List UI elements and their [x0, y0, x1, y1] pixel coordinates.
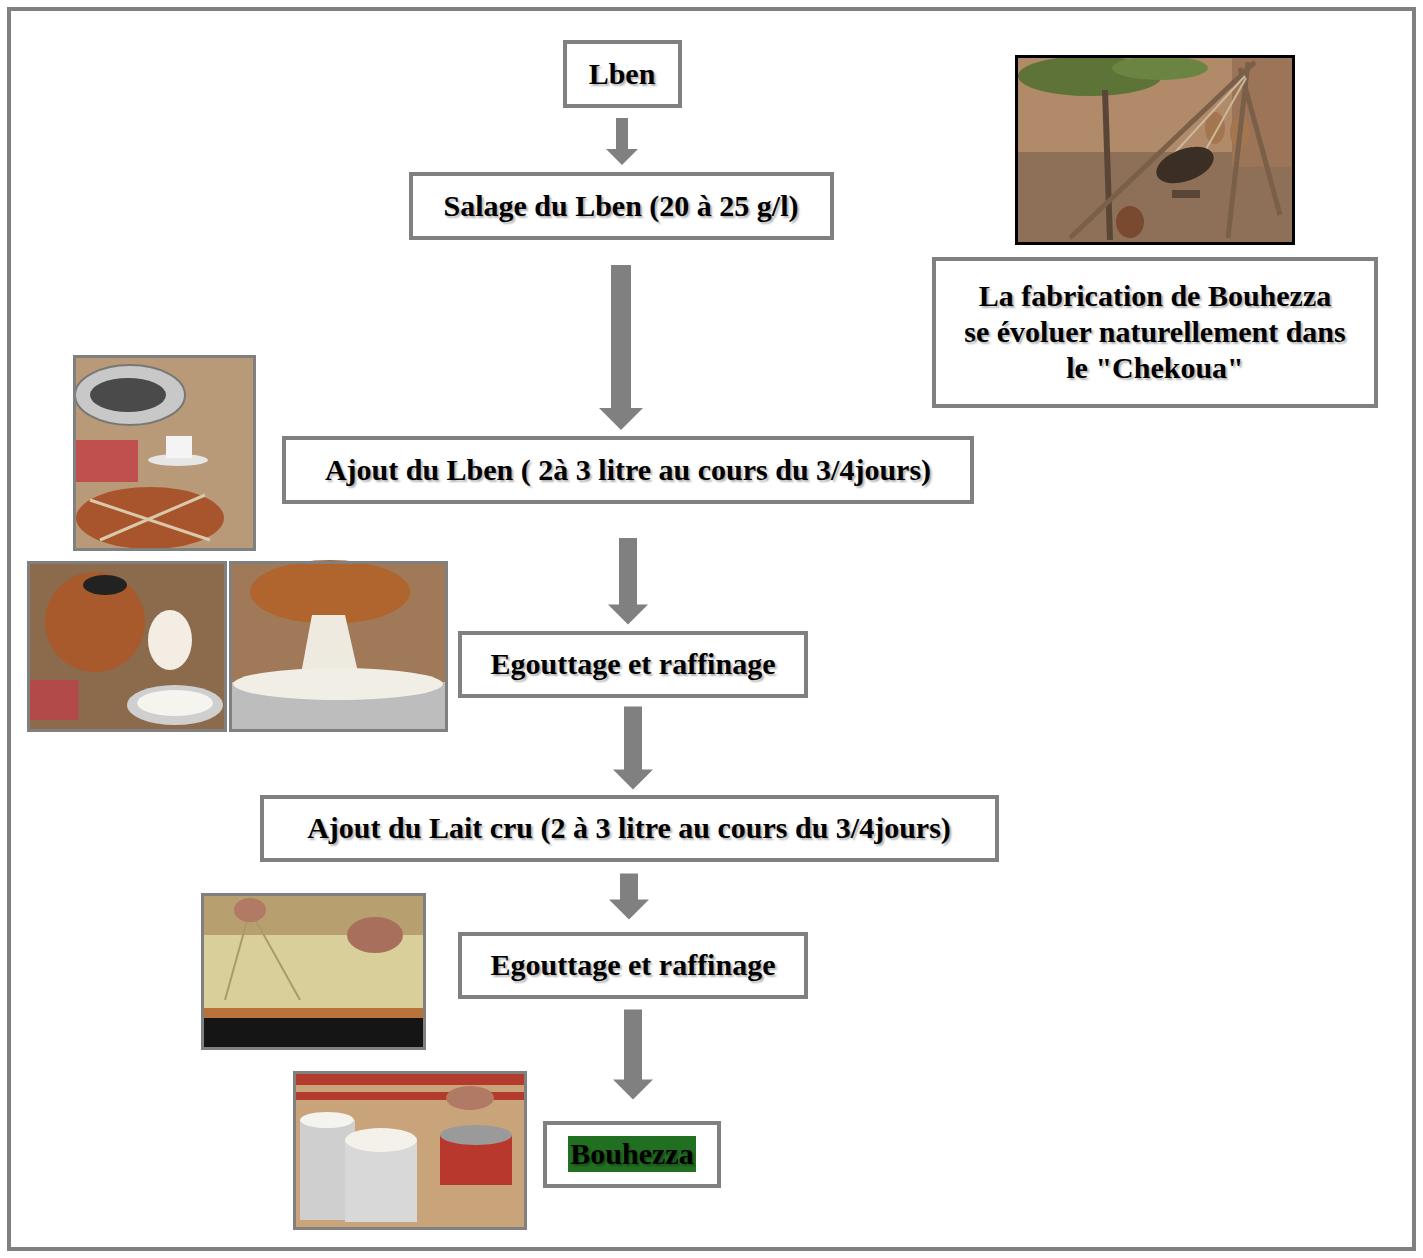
arrow-shaft [624, 1010, 642, 1081]
photo-border [231, 563, 447, 731]
cloth-fold [225, 910, 250, 1000]
process-box: Egouttage et raffinage [458, 631, 808, 698]
start-box: Lben [563, 40, 682, 108]
box-label: Egouttage et raffinage [491, 646, 776, 682]
product-photo [293, 1071, 527, 1230]
product-label: Bouhezza [568, 1136, 695, 1172]
rope [100, 495, 205, 540]
photo-border [29, 563, 226, 731]
tree-trunk [1105, 90, 1110, 240]
gourd [76, 487, 224, 549]
box-label: Ajout du Lait cru (2 à 3 litre au cours … [307, 810, 951, 846]
milk [233, 668, 443, 700]
pot-inside [440, 1125, 512, 1145]
mat [27, 561, 227, 732]
rope [1200, 78, 1246, 160]
box-label: Salage du Lben (20 à 25 g/l) [443, 188, 798, 224]
hand [347, 917, 403, 953]
chekoua-bag [1151, 140, 1218, 191]
hand [234, 898, 266, 922]
box-label: Egouttage et raffinage [491, 947, 776, 983]
copper-rim [203, 1008, 424, 1018]
milk [300, 1112, 354, 1128]
flow-arrow [606, 118, 638, 165]
box-label: Lben [589, 56, 656, 92]
note-box: La fabrication de Bouhezza se évoluer na… [932, 257, 1378, 408]
hand [446, 1086, 494, 1110]
arrow-head [606, 149, 638, 165]
arrow-head [613, 770, 653, 790]
flow-arrow [613, 707, 653, 790]
pot-inside [90, 378, 166, 412]
arrow-shaft [620, 874, 638, 901]
tripod-pole [1240, 68, 1280, 215]
milk [345, 1128, 417, 1152]
process-box: Egouttage et raffinage [458, 932, 808, 999]
arrow-shaft [619, 538, 637, 606]
table [293, 1071, 527, 1230]
photo-border [75, 357, 255, 550]
photo-border [1017, 57, 1294, 244]
cloth [201, 893, 426, 1050]
flow-arrow [608, 538, 648, 625]
flow-arrow [609, 874, 649, 920]
stool [1172, 190, 1200, 198]
shadow [203, 1018, 424, 1048]
filling-photo [27, 561, 227, 732]
box-label: La fabrication de Bouhezza se évoluer na… [964, 278, 1346, 386]
gourd [250, 560, 410, 624]
arrow-shaft [624, 707, 642, 771]
metal-pot [345, 1140, 417, 1222]
table [73, 355, 256, 551]
arrow-head [599, 408, 643, 430]
gourd-opening [83, 575, 127, 595]
box-label: Ajout du Lben ( 2à 3 litre au cours du 3… [325, 452, 931, 488]
process-box: Salage du Lben (20 à 25 g/l) [409, 172, 834, 240]
photo-border [295, 1073, 526, 1229]
process-box: Ajout du Lait cru (2 à 3 litre au cours … [260, 795, 999, 862]
foliage [1112, 56, 1208, 80]
cup [166, 436, 192, 458]
process-box: Ajout du Lben ( 2à 3 litre au cours du 3… [282, 436, 974, 504]
arrow-shaft [611, 265, 631, 409]
sleeve [76, 440, 138, 482]
chekoua-photo [1015, 55, 1295, 245]
gourd [45, 572, 145, 672]
photo-border [203, 895, 425, 1049]
cloth-photo [201, 893, 426, 1050]
flow-arrow [613, 1010, 653, 1100]
ground [1015, 55, 1295, 245]
product-box: Bouhezza [543, 1121, 721, 1188]
container [148, 610, 192, 670]
metal-pot [75, 365, 185, 425]
stripe [295, 1073, 525, 1085]
tripod-pole [1070, 62, 1255, 238]
arrow-shaft [616, 118, 628, 150]
arrow-head [613, 1080, 653, 1100]
background [229, 561, 448, 732]
arrow-head [609, 900, 649, 920]
outer-frame [9, 9, 1414, 1249]
draining-photo [229, 560, 448, 732]
pouring-photo [73, 355, 256, 551]
bowl [127, 685, 223, 725]
sleeve [29, 680, 79, 720]
arrow-head [608, 605, 648, 625]
pot [1116, 206, 1144, 238]
milk [137, 690, 213, 716]
flow-arrow [599, 265, 643, 430]
cloth-fold [250, 910, 300, 1000]
